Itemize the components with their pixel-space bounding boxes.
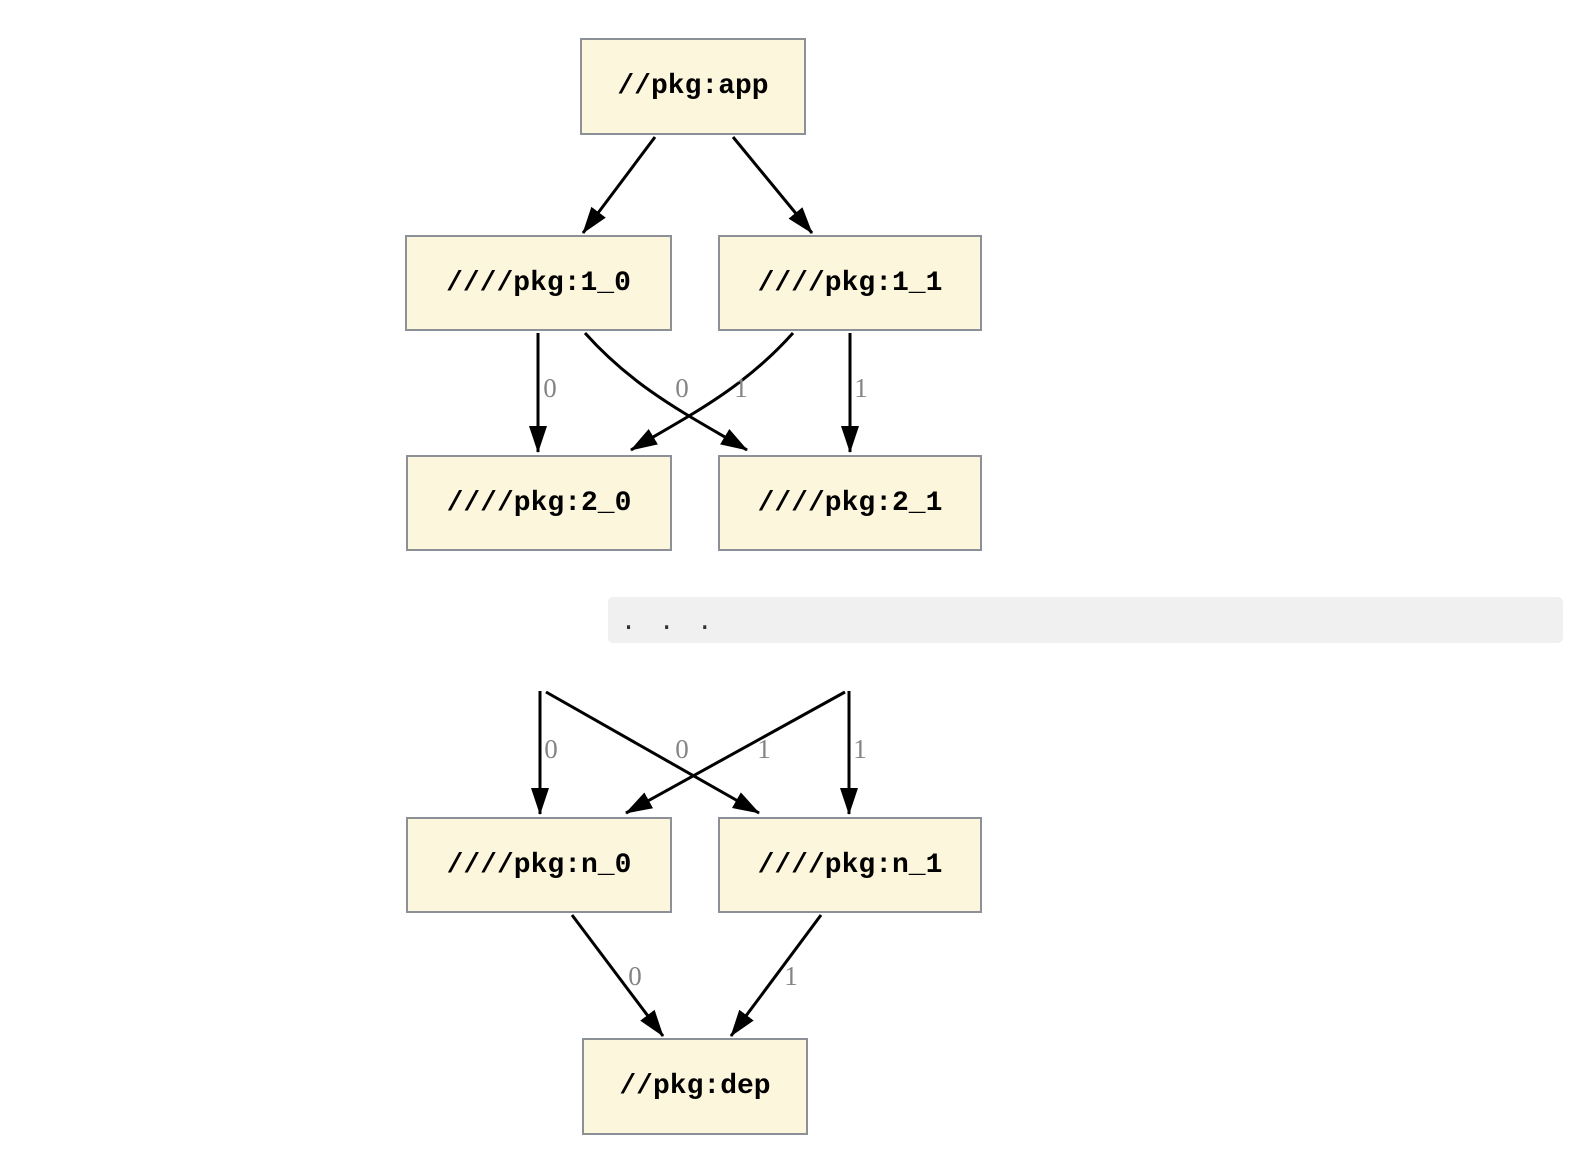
node-pkg-2_0: ////pkg:2_0 [406,455,672,551]
edge-1_0-to-2_1 [583,331,748,452]
edge-1_1-to-2_0 [630,331,795,452]
node-pkg-2_1: ////pkg:2_1 [718,455,982,551]
edge-n_0-to-dep [570,914,665,1037]
edge-label-ellipsis-n_1-straight: 1 [853,734,867,764]
ellipsis-code-block: . . . [608,597,1563,643]
edge-label-1_1-2_1: 1 [854,373,868,403]
edge-label-1_1-2_0: 0 [675,373,689,403]
edge-label-ellipsis-n_0-cross: 0 [675,734,689,764]
ellipsis-text: . . . [621,605,717,635]
edge-ellipsis-to-n_1-cross [545,690,760,815]
edge-label-ellipsis-n_1-cross: 1 [757,734,771,764]
edge-n_1-to-dep [729,914,823,1037]
node-pkg-app: //pkg:app [580,38,806,135]
edge-app-to-1_1 [731,136,814,234]
edge-app-to-1_0 [581,136,657,234]
edge-label-1_0-2_1: 1 [734,373,748,403]
node-pkg-n_0: ////pkg:n_0 [406,817,672,913]
edge-label-n_0-dep: 0 [628,961,642,991]
edge-ellipsis-to-n_0-cross [625,690,846,815]
edge-label-1_0-2_0: 0 [543,373,557,403]
edge-label-ellipsis-n_0-straight: 0 [544,734,558,764]
node-pkg-dep: //pkg:dep [582,1038,808,1135]
edge-label-n_1-dep: 1 [784,961,798,991]
node-pkg-n_1: ////pkg:n_1 [718,817,982,913]
node-pkg-1_0: ////pkg:1_0 [405,235,672,331]
node-pkg-1_1: ////pkg:1_1 [718,235,982,331]
